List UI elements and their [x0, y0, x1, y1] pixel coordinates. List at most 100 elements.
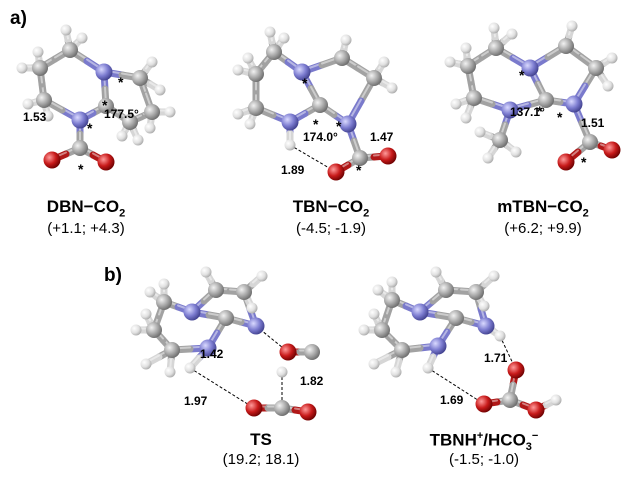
tbn-co2-hydrogen-atom [278, 32, 290, 44]
ts-carbon-atom [164, 342, 180, 358]
mtbn-co2-oxygen-atom [603, 141, 621, 159]
angle-dbn: 177.5° [104, 107, 139, 121]
ts-length-1: 1.42 [200, 347, 224, 361]
mtbn-co2-nitrogen-atom [565, 95, 583, 113]
tbnh-hco3-hydrogen-atom [430, 266, 442, 278]
dbn-co2-hydrogen-atom [76, 32, 88, 44]
bond-length-tbn: 1.47 [370, 130, 394, 144]
bicarb-length-2: 1.69 [440, 393, 464, 407]
tbnh-hco3-hydrogen-atom [494, 330, 506, 342]
dbn-co2-carbon-atom [144, 104, 160, 120]
dbn-co2-hydrogen-atom [22, 98, 34, 110]
mtbn-co2-carbon-atom [538, 92, 554, 108]
ts-hydrogen-atom [144, 286, 156, 298]
energy-dbn-co2: (+1.1; +4.3) [47, 220, 125, 237]
dbn-co2-carbon-atom [122, 114, 138, 130]
mtbn-co2-hydrogen-atom [566, 20, 578, 32]
mtbn-co2-nitrogen-atom [501, 101, 519, 119]
ts-carbon-atom [146, 322, 162, 338]
tbnh-hco3-hydrogen-atom [358, 324, 370, 336]
tbn-co2-carbon-atom [248, 66, 264, 82]
mtbn-co2-carbon-atom [488, 40, 504, 56]
tbnh-hco3-hydrogen-atom [550, 394, 562, 406]
mtbn-co2-hydrogen-atom [510, 146, 522, 158]
dbn-co2-nitrogen-atom [95, 63, 113, 81]
asterisk-marker: * [302, 75, 308, 91]
angle-tbn: 174.0° [303, 130, 338, 144]
dbn-co2-carbon-atom [72, 140, 88, 156]
ts-carbon-atom [304, 344, 320, 360]
asterisk-marker: * [336, 118, 342, 134]
tbn-co2-carbon-atom [334, 50, 350, 66]
molecule-name-tbnh-hco3: TBNH+/HCO3− [429, 430, 539, 454]
bond-length-mtbn: 1.51 [581, 116, 605, 130]
ts-oxygen-atom [299, 403, 317, 421]
ts-nitrogen-atom [183, 303, 201, 321]
asterisk-marker: * [102, 97, 108, 113]
tbn-co2-hydrogen-bond [289, 144, 337, 173]
ts-carbon-atom [274, 400, 290, 416]
molecule-name-ts: TS [250, 430, 272, 449]
tbnh-hco3-hydrogen-atom [386, 276, 398, 288]
mtbn-co2-hydrogen-atom [460, 112, 472, 124]
tbnh-hco3-oxygen-atom [475, 395, 493, 413]
ts-hydrogen-atom [246, 302, 258, 314]
asterisk-marker: * [313, 116, 319, 132]
ts-length-3: 1.97 [184, 394, 208, 408]
tbnh-hco3-hydrogen-atom [478, 300, 490, 312]
asterisk-marker: * [519, 67, 525, 83]
mtbn-co2-carbon-atom [558, 38, 574, 54]
dbn-co2-hydrogen-atom [154, 84, 166, 96]
tbnh-hco3-hydrogen-atom [390, 366, 402, 378]
panel-label-a: a) [10, 8, 27, 29]
tbnh-hco3-oxygen-atom [507, 361, 525, 379]
mtbn-co2-carbon-atom [582, 134, 598, 150]
tbn-co2-hydrogen-atom [340, 34, 352, 46]
mtbn-co2-oxygen-atom [557, 153, 575, 171]
asterisk-marker: * [581, 154, 587, 170]
mtbn-co2-carbon-atom [466, 90, 482, 106]
dbn-co2-hydrogen-atom [42, 110, 54, 122]
dbn-co2-hydrogen-atom [132, 134, 144, 146]
ts-hydrogen-atom [140, 358, 152, 370]
tbn-co2-hydrogen-atom [244, 118, 256, 130]
tbnh-hco3-hydrogen-atom [368, 358, 380, 370]
mtbn-co2-hydrogen-atom [506, 28, 518, 40]
tbn-co2-hydrogen-atom [264, 26, 276, 38]
dbn-co2-oxygen-atom [97, 153, 115, 171]
ts-carbon-atom [156, 294, 172, 310]
ts-nitrogen-atom [199, 339, 217, 357]
mtbn-co2-hydrogen-atom [482, 152, 494, 164]
ts-carbon-atom [218, 310, 234, 326]
mtbn-co2-nitrogen-atom [521, 59, 539, 77]
energy-tbn-co2: (-4.5; -1.9) [295, 220, 367, 237]
tbn-co2-oxygen-atom [327, 163, 345, 181]
asterisk-marker: * [356, 162, 362, 178]
mtbn-co2-hydrogen-atom [450, 98, 462, 110]
dbn-co2-hydrogen-atom [60, 24, 72, 36]
tbn-co2-hydrogen-atom [386, 82, 398, 94]
asterisk-marker: * [557, 109, 563, 125]
angle-mtbn: 137.1° [510, 105, 545, 119]
tbn-co2-carbon-atom [266, 44, 282, 60]
ts-hydrogen-atom [200, 266, 212, 278]
ts-hydrogen-atom [276, 366, 288, 378]
tbn-co2-hydrogen-atom [242, 52, 254, 64]
tbn-co2-carbon-atom [352, 150, 368, 166]
ts-hydrogen-bond [189, 367, 255, 409]
ts-hydrogen-atom [140, 308, 152, 320]
asterisk-marker: * [118, 74, 124, 90]
tbnh-hco3-hydrogen-atom [372, 284, 384, 296]
mtbn-co2-hydrogen-atom [606, 52, 618, 64]
dbn-co2-carbon-atom [36, 92, 52, 108]
ts-nitrogen-atom [247, 317, 265, 335]
ts-carbon-atom [208, 282, 224, 298]
mtbn-co2-carbon-atom [460, 58, 476, 74]
hbond-length-tbn: 1.89 [281, 163, 305, 177]
dbn-co2-hydrogen-atom [16, 62, 28, 74]
tbn-co2-nitrogen-atom [293, 63, 311, 81]
tbnh-hco3-hydrogen-bond [427, 367, 485, 405]
mtbn-co2-hydrogen-atom [460, 42, 472, 54]
ts-oxygen-atom [245, 399, 263, 417]
